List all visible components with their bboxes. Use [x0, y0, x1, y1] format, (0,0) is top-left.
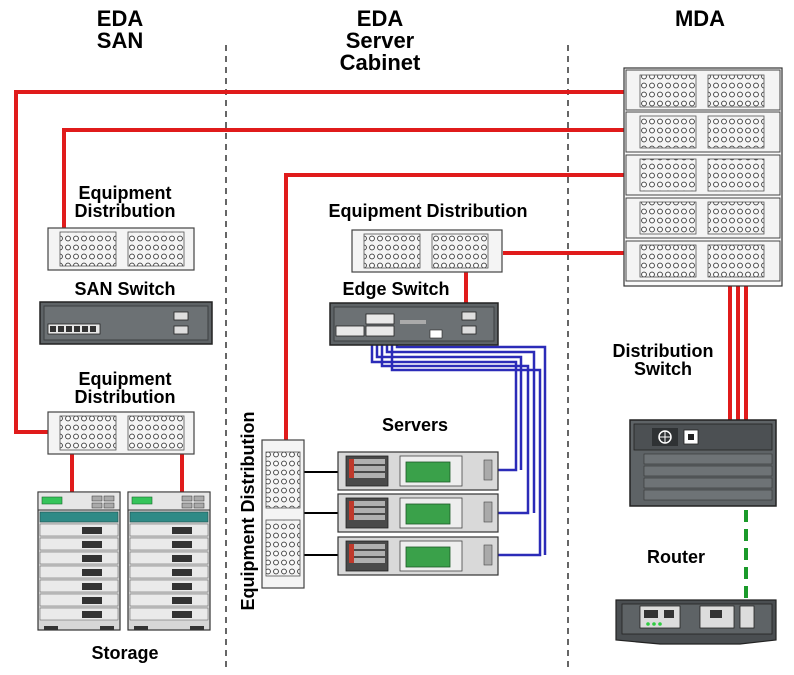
- distribution-switch-device: [629, 419, 777, 507]
- label-storage: Storage: [91, 643, 159, 663]
- label-router: Router: [647, 547, 705, 567]
- server-links: [304, 471, 338, 556]
- server-1: [337, 451, 499, 491]
- header-eda-san-line2: SAN: [96, 28, 144, 53]
- label-equipment-distribution-san-top: Equipment Distribution: [60, 184, 190, 220]
- header-eda-server-cabinet-line2: Server: [345, 28, 415, 53]
- label-edge-switch: Edge Switch: [342, 279, 450, 299]
- server-3: [337, 536, 499, 576]
- label-san-switch: SAN Switch: [74, 279, 176, 299]
- label-equipment-distribution-san-bottom: Equipment Distribution: [60, 370, 190, 406]
- storage-cabinet-2: [127, 491, 211, 631]
- label-equipment-distribution-vertical: Equipment Distribution: [238, 411, 258, 611]
- san-switch-device: [39, 301, 213, 345]
- label-equipment-distribution-server: Equipment Distribution: [328, 201, 528, 221]
- label-distribution-switch: Distribution Switch: [598, 342, 728, 378]
- header-eda-server-cabinet-line1: EDA: [356, 6, 404, 31]
- storage-cabinet-1: [37, 491, 121, 631]
- router-device: [615, 599, 777, 645]
- fiber-cables: [14, 90, 748, 492]
- copper-cables: [370, 335, 547, 557]
- mda-panel-5: [625, 240, 781, 282]
- label-equipment-distribution-san-top-line2: Distribution: [74, 201, 176, 221]
- san-equipment-distribution-top: [47, 227, 195, 271]
- header-eda-server-cabinet-line3: Cabinet: [339, 50, 421, 75]
- mda-panel-4: [625, 197, 781, 239]
- label-equipment-distribution-san-bottom-line1: Equipment: [78, 369, 172, 389]
- header-eda-san: EDA SAN: [70, 8, 170, 52]
- mda-panel-3: [625, 154, 781, 196]
- san-equipment-distribution-bottom: [47, 411, 195, 455]
- server-2: [337, 493, 499, 533]
- server-equipment-distribution-panel: [351, 229, 503, 273]
- header-eda-san-line1: EDA: [96, 6, 144, 31]
- label-equipment-distribution-san-top-line1: Equipment: [78, 183, 172, 203]
- label-distribution-switch-line1: Distribution: [612, 341, 714, 361]
- header-mda: MDA: [674, 6, 726, 31]
- vertical-equipment-distribution-panel: [261, 439, 305, 589]
- label-distribution-switch-line2: Switch: [633, 359, 692, 379]
- mda-panel-1: [625, 69, 781, 111]
- edge-switch-device: [329, 302, 499, 346]
- label-equipment-distribution-san-bottom-line2: Distribution: [74, 387, 176, 407]
- mda-panel-2: [625, 111, 781, 153]
- label-servers: Servers: [381, 415, 449, 435]
- mda-patch-panels: [623, 67, 783, 287]
- header-eda-server-cabinet: EDA Server Cabinet: [320, 8, 440, 74]
